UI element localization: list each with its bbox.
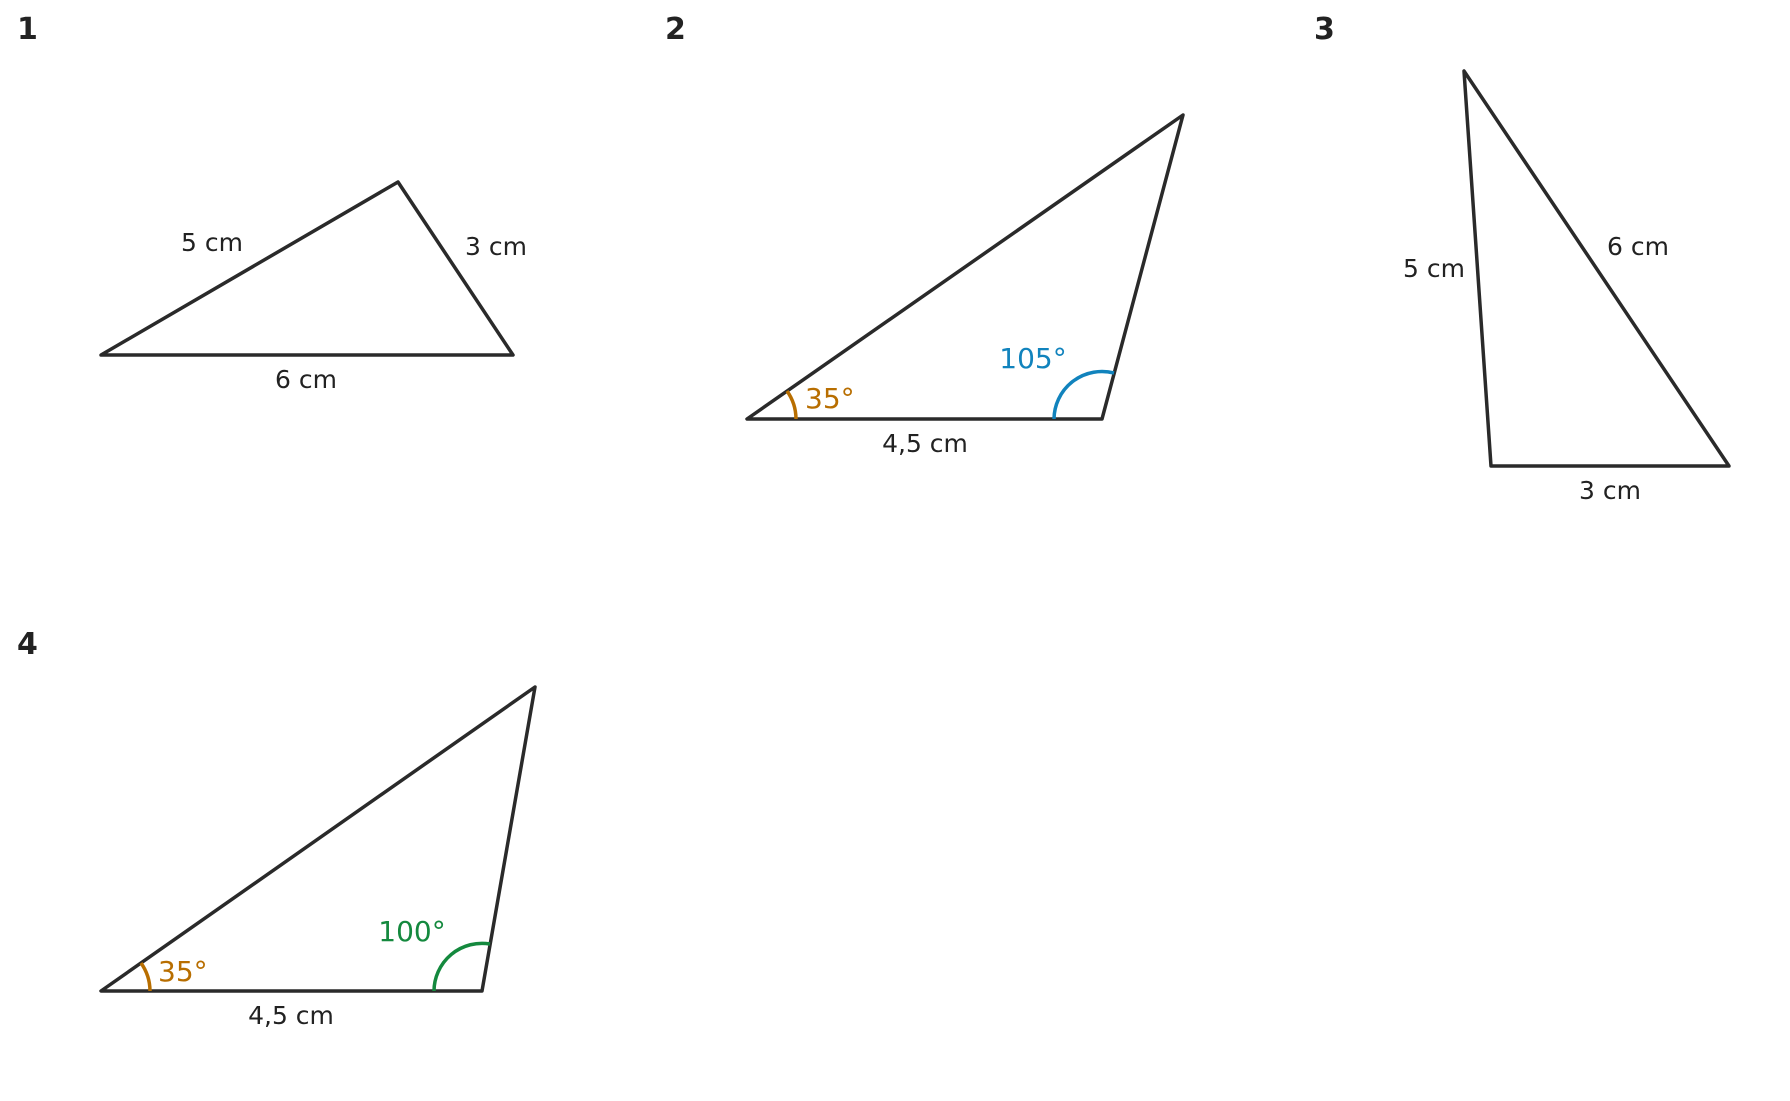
figure-1-side-3cm: 3 cm [465,232,527,261]
figure-4-angle-100-label: 100° [378,915,445,948]
figure-4-angle-35-label: 35° [158,955,208,988]
figure-2-angle-105-label: 105° [999,342,1066,375]
figure-3: 3 5 cm 6 cm 3 cm [1314,12,1731,505]
figure-2-angle-35-label: 35° [805,382,855,415]
figure-3-side-3cm: 3 cm [1579,476,1641,505]
figure-1: 1 5 cm 3 cm 6 cm [17,12,527,394]
figure-2: 2 35° 105° 4,5 cm [665,12,1185,458]
figure-4: 4 35° 100° 4,5 cm [17,627,537,1030]
figure-1-side-6cm: 6 cm [275,365,337,394]
triangle-2 [745,113,1185,421]
triangle-4 [99,685,537,993]
figure-2-angle-35-arc [785,389,798,420]
triangle-3 [1462,69,1731,468]
figure-4-side-4-5cm: 4,5 cm [248,1001,334,1030]
figure-1-number: 1 [17,12,38,47]
figure-2-side-4-5cm: 4,5 cm [882,429,968,458]
figure-4-angle-100-arc [432,941,491,992]
figure-1-side-5cm: 5 cm [181,228,243,257]
figure-3-side-5cm: 5 cm [1403,254,1465,283]
figure-2-number: 2 [665,12,686,47]
triangle-1 [99,180,515,357]
figure-4-number: 4 [17,627,38,662]
figure-3-side-6cm: 6 cm [1607,232,1669,261]
figure-2-angle-105-arc [1052,369,1115,420]
figure-3-number: 3 [1314,12,1335,47]
figure-4-angle-35-arc [139,961,152,992]
